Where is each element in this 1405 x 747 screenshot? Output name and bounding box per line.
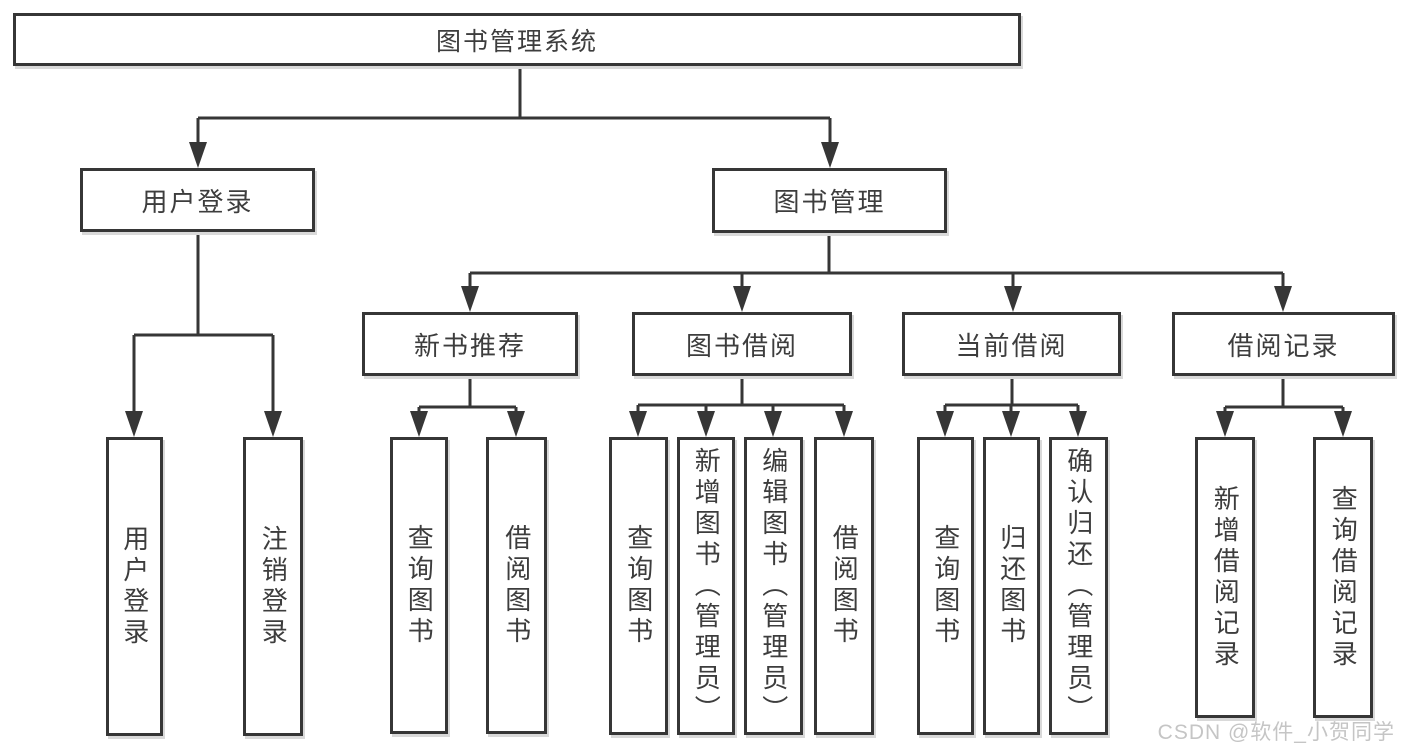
node-label: 用户登录: [141, 186, 254, 217]
leaf-label: 新增借阅记录: [1210, 484, 1241, 671]
leaf-label: 查询借阅记录: [1328, 484, 1359, 671]
leaf-query-books: 查询图书: [390, 437, 448, 734]
leaf-return-books: 归还图书: [983, 437, 1040, 735]
leaf-add-books-admin: 新增图书（管理员）: [677, 437, 735, 735]
leaf-borrow-books: 借阅图书: [486, 437, 547, 734]
leaf-query-books: 查询图书: [917, 437, 974, 735]
leaf-edit-books-admin: 编辑图书（管理员）: [744, 437, 803, 735]
node-label: 新书推荐: [413, 330, 526, 361]
leaf-user-login: 用户登录: [106, 437, 163, 736]
node-label: 图书管理系统: [435, 27, 598, 56]
leaf-query-books: 查询图书: [609, 437, 668, 735]
leaf-query-borrow-record: 查询借阅记录: [1313, 437, 1373, 718]
leaf-label: 查询图书: [623, 524, 654, 648]
node-new-book-recommend: 新书推荐: [362, 312, 578, 376]
leaf-label: 借阅图书: [829, 524, 860, 648]
leaf-label: 新增图书（管理员）: [691, 446, 722, 726]
leaf-label: 借阅图书: [501, 523, 532, 648]
leaf-label: 编辑图书（管理员）: [758, 446, 789, 726]
node-label: 图书管理: [773, 187, 886, 217]
node-borrow-records: 借阅记录: [1172, 312, 1395, 376]
csdn-watermark: CSDN @软件_小贺同学: [1157, 721, 1395, 744]
node-label: 当前借阅: [955, 330, 1068, 361]
leaf-label: 确认归还（管理员）: [1063, 446, 1094, 726]
leaf-label: 注销登录: [258, 524, 289, 649]
leaf-borrow-books: 借阅图书: [814, 437, 874, 735]
leaf-label: 用户登录: [119, 524, 150, 649]
leaf-label: 查询图书: [930, 524, 961, 648]
leaf-label: 归还图书: [996, 524, 1027, 648]
leaf-add-borrow-record: 新增借阅记录: [1195, 437, 1255, 718]
node-label: 图书借阅: [685, 330, 798, 361]
node-user-login: 用户登录: [80, 168, 315, 232]
leaf-logout: 注销登录: [243, 437, 303, 736]
leaf-confirm-return-admin: 确认归还（管理员）: [1049, 437, 1108, 735]
node-book-borrow: 图书借阅: [632, 312, 852, 376]
node-current-borrow: 当前借阅: [902, 312, 1121, 376]
node-library-system: 图书管理系统: [13, 13, 1021, 66]
node-label: 借阅记录: [1227, 330, 1340, 361]
leaf-label: 查询图书: [404, 523, 435, 648]
node-book-management: 图书管理: [712, 168, 947, 233]
